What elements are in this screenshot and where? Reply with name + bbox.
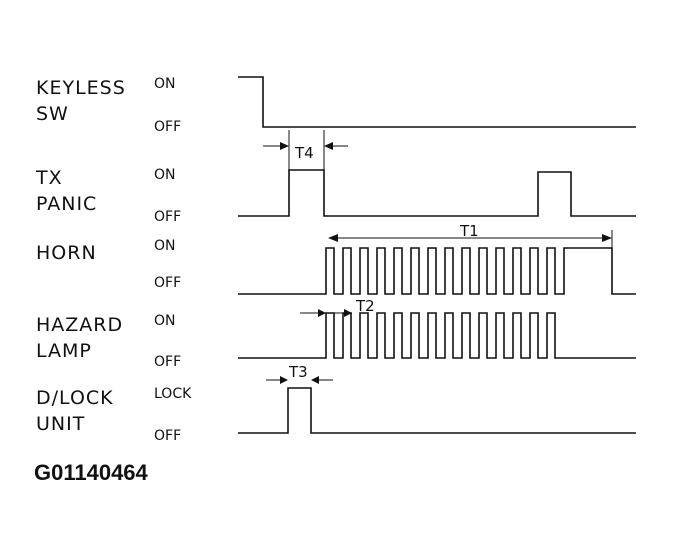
t3-dimension: T3 (266, 363, 333, 384)
keyless-sw-waveform (238, 76, 636, 128)
hazard-lamp-waveform (238, 312, 636, 359)
dlock-lock-label: LOCK (154, 386, 192, 402)
keyless-sw-label-line2: SW (36, 103, 69, 125)
tx-panic-label-line2: PANIC (36, 193, 97, 215)
t2-label: T2 (355, 297, 375, 315)
t3-label: T3 (288, 363, 308, 381)
t4-label: T4 (294, 144, 314, 162)
hazard-lamp-label-line2: LAMP (36, 340, 92, 362)
hazard-on-label: ON (154, 313, 176, 329)
keyless-on-label: ON (154, 76, 176, 92)
tx-panic-waveform (238, 169, 636, 217)
dlock-unit-label-line1: D/LOCK (36, 387, 114, 409)
keyless-off-label: OFF (154, 119, 181, 135)
horn-on-label: ON (154, 238, 176, 254)
tx-panic-label-line1: TX (35, 167, 63, 189)
dlock-unit-label-line2: UNIT (36, 413, 85, 435)
t1-label: T1 (459, 222, 479, 240)
tx-off-label: OFF (154, 209, 181, 225)
t4-dimension: T4 (263, 130, 348, 170)
horn-waveform (238, 247, 636, 295)
figure-id: G01140464 (34, 460, 148, 485)
horn-off-label: OFF (154, 275, 181, 291)
dlock-unit-waveform (238, 387, 636, 434)
keyless-sw-label-line1: KEYLESS (36, 77, 126, 99)
hazard-lamp-label-line1: HAZARD (36, 314, 123, 336)
t2-dimension: T2 (300, 297, 375, 317)
dlock-off-label: OFF (154, 428, 181, 444)
hazard-off-label: OFF (154, 354, 181, 370)
horn-label: HORN (36, 242, 97, 264)
t1-dimension: T1 (328, 222, 613, 252)
tx-on-label: ON (154, 167, 176, 183)
